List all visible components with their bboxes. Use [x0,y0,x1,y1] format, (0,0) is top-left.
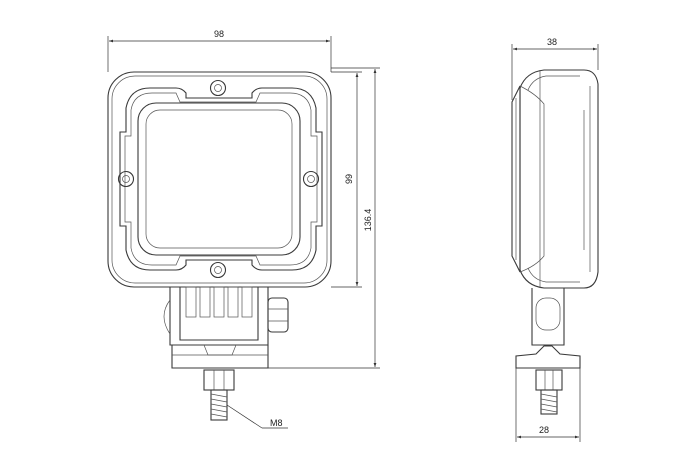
side-bracket [515,288,581,369]
dim-front-width-label: 98 [214,29,224,39]
threaded-bolt-front [210,389,228,421]
dim-side-depth-label: 38 [547,37,557,47]
screw-bottom [209,261,227,279]
dim-thread-label: M8 [270,418,283,428]
dim-bracket-width: 28 [515,368,581,442]
screw-top [209,79,227,97]
hex-nut-side [535,369,563,391]
lens-outer [137,102,301,256]
dim-front-height-label: 99 [344,174,354,184]
dim-front-height: 99 [331,71,362,288]
dim-front-width: 98 [107,29,332,72]
dim-thread: M8 [226,404,288,429]
bracket-nut [267,297,289,333]
bezel-ring-inner [124,92,318,266]
lens-inner [145,109,293,249]
threaded-bolt-side [540,389,558,415]
screw-left [117,170,135,188]
mount-bracket [163,286,269,369]
hex-nut-front [203,369,235,391]
side-view [511,69,599,415]
dim-total-height-label: 136.4 [363,209,373,232]
screw-right [302,170,320,188]
dim-side-depth: 38 [511,37,599,100]
bezel-ring [119,87,323,271]
dim-total-height: 136.4 [268,67,380,369]
dim-bracket-width-label: 28 [539,425,549,435]
housing-inner-edge [111,75,328,284]
side-housing [519,69,599,289]
